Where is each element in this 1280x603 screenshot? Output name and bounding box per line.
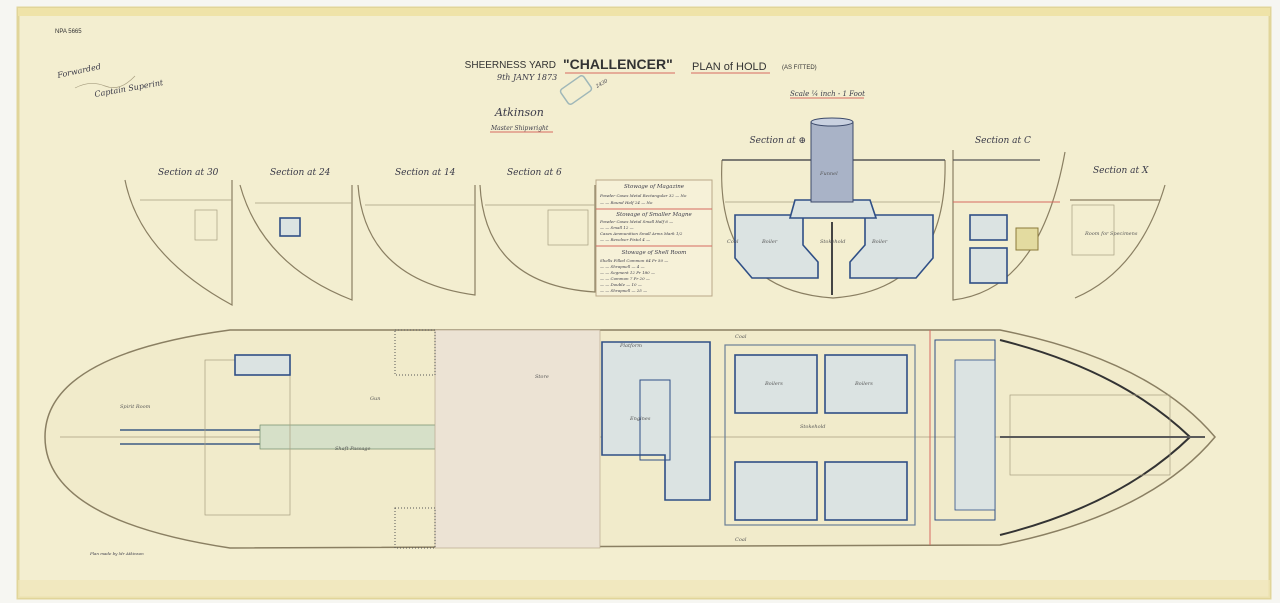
label-engines: Engines [629, 416, 651, 422]
table-row: — — Round Half 24 — No [600, 200, 653, 205]
section-label: Section at 24 [270, 168, 331, 178]
boiler [824, 354, 908, 414]
section-6 [479, 184, 596, 293]
section-30 [124, 179, 233, 307]
plan-date: 9th JANY 1873 [497, 73, 557, 82]
margin-signature [74, 75, 136, 89]
table-row: — — Double — 10 — [600, 282, 642, 287]
scale-note: Scale ¼ inch - 1 Foot [790, 90, 865, 98]
label-coal: Coal [727, 239, 739, 245]
table-row: Powder Cases Metal Small Half 6 — [599, 219, 673, 224]
section-label: Section at 14 [395, 168, 456, 178]
title-block: SHEERNESS YARD 9th JANY 1873 "CHALLENCER… [465, 56, 865, 133]
section-label: Section at 30 [158, 168, 219, 178]
table-row: — — Small 12 — [600, 225, 634, 230]
stowage-table: Stowage of Magazine Powder Cases Metal R… [595, 179, 713, 297]
table-row: Shells Filled Common 64 Pr 50 — [600, 258, 668, 263]
signature: Atkinson [494, 106, 544, 119]
label-funnel: Funnel [819, 171, 838, 177]
hold-plan: Engines Boilers Boilers Stokehold Coal C… [44, 329, 1216, 556]
boiler [734, 354, 818, 414]
engine-room [601, 341, 711, 501]
label-platform: Platform [619, 343, 642, 349]
ship-name: "CHALLENCER" [563, 56, 673, 72]
plan-title: PLAN of HOLD [692, 61, 767, 73]
label-coal: Coal [735, 537, 747, 543]
section-14 [357, 184, 476, 296]
label-boilers: Boilers [854, 381, 873, 387]
label-shaft: Shaft Passage [335, 446, 371, 452]
boiler [824, 461, 908, 521]
section-24 [239, 184, 353, 301]
label-spirit-room: Spirit Room [120, 404, 151, 410]
plan-status: (AS FITTED) [782, 65, 817, 71]
official-stamp [559, 75, 593, 105]
section-label: Section at C [975, 136, 1031, 146]
label-gun: Gun [370, 396, 380, 402]
table-row: — — Shrapnell — 4 — [600, 264, 645, 269]
boiler-starboard [849, 214, 934, 279]
signature-role: Master Shipwright [490, 125, 549, 132]
table-row: Cases Ammunition Small Arms Mark 1/2 [600, 231, 683, 236]
label-boiler: Boiler [761, 239, 778, 245]
label-stokehold: Stokehold [800, 424, 825, 430]
table-row: — — Segment 12 Pr 180 — [600, 270, 655, 275]
table-row: Powder Cases Metal Rectangular 32 — No [599, 193, 687, 198]
table-heading: Stowage of Magazine [624, 184, 685, 190]
archive-ref: NPA 5665 [55, 29, 82, 35]
table-row: — — Common 7 Pr 20 — [600, 276, 650, 281]
section-x [1070, 184, 1166, 299]
table-heading: Stowage of Smaller Magne [616, 212, 692, 218]
plan-note: Plan made by Mr Atkinson [89, 551, 144, 556]
section-c [952, 150, 1066, 301]
section-labels: Section at 30 Section at 24 Section at 1… [158, 136, 1149, 178]
section-label: Section at X [1093, 166, 1149, 176]
table-row: — — Shrapnell — 25 — [600, 288, 647, 293]
section-label: Section at ⊕ [750, 136, 807, 146]
funnel [810, 121, 854, 203]
label-boiler: Boiler [871, 239, 888, 245]
label-boilers: Boilers [764, 381, 783, 387]
yard-name: SHEERNESS YARD [465, 60, 556, 71]
section-midship [721, 159, 946, 299]
section-label: Section at 6 [507, 168, 562, 178]
boiler-port [734, 214, 819, 279]
label-stokehold: Stokehold [820, 239, 845, 245]
label-coal: Coal [735, 334, 747, 340]
label-store: Store [535, 374, 549, 380]
boiler [734, 461, 818, 521]
cross-sections: Funnel Boiler Boiler Stokehold Coal Room… [124, 117, 1166, 307]
table-row: — — Revolver Pistol 4 — [600, 237, 650, 242]
table-heading: Stowage of Shell Room [622, 250, 687, 256]
label-specimens: Room for Specimens [1084, 231, 1138, 237]
